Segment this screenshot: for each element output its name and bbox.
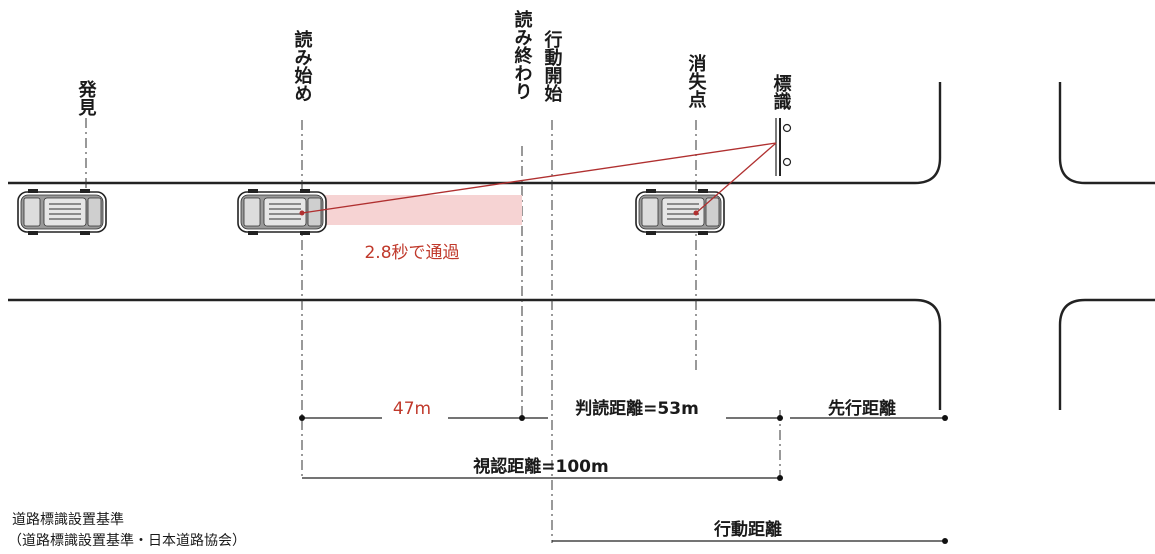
sight-line-read-start <box>301 142 777 214</box>
label-vanish-point: 消失点 <box>686 53 707 109</box>
road-sign <box>775 118 792 176</box>
road-upper-edge <box>8 82 942 185</box>
car-discover <box>17 188 107 236</box>
pass-time-text: 2.8秒で通過 <box>364 243 459 263</box>
source-citation: （道路標識設置基準・日本道路協会） <box>8 532 246 549</box>
dimension-row-2 <box>302 475 783 481</box>
crossroad-lower-edge <box>1058 298 1155 410</box>
dimension-row-3 <box>552 538 948 544</box>
dimension-row-1 <box>299 415 948 421</box>
dim-action-distance: 行動距離 <box>713 519 782 540</box>
label-discover: 発見 <box>76 79 98 116</box>
label-read-start: 読み始め <box>292 29 313 102</box>
road-lower-edge <box>8 298 942 410</box>
source-title: 道路標識設置基準 <box>12 511 124 528</box>
crossroad-upper-edge <box>1058 82 1155 185</box>
label-action-start: 行動開始 <box>542 29 564 103</box>
dim-interpret-distance: 判読距離=53m <box>575 398 699 419</box>
dim-47m: 47m <box>393 399 431 419</box>
pass-time-highlight <box>302 195 522 225</box>
sight-line-vanish <box>695 142 777 214</box>
label-sign: 標識 <box>771 73 792 111</box>
car-vanish-point <box>635 188 725 236</box>
eye-point-vanish <box>693 210 699 216</box>
dim-lead-distance: 先行距離 <box>828 398 896 419</box>
label-read-end: 読み終わり <box>512 9 533 100</box>
eye-point-read-start <box>299 210 305 216</box>
dim-visual-distance: 視認距離=100m <box>472 456 608 477</box>
